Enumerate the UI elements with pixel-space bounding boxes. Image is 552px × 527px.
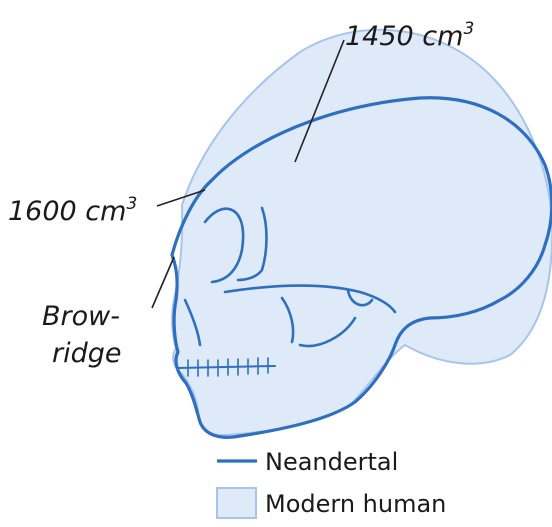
brow-ridge-label-line1: Brow-	[42, 301, 120, 332]
legend-modern-human-label: Modern human	[265, 490, 446, 518]
modern-volume-superscript: 3	[463, 19, 474, 39]
neandertal-volume-label: 1600 cm3	[8, 194, 137, 227]
modern-volume-label: 1450 cm3	[345, 19, 474, 52]
modern-human-skull-silhouette	[172, 30, 552, 435]
modern-volume-value: 1450 cm	[345, 21, 463, 52]
legend-modern-human-swatch	[217, 488, 256, 518]
neandertal-volume-superscript: 3	[126, 194, 137, 214]
legend-neandertal-label: Neandertal	[265, 448, 398, 476]
legend: Neandertal Modern human	[217, 448, 446, 518]
neandertal-volume-value: 1600 cm	[8, 196, 126, 227]
brow-ridge-label-line2: ridge	[52, 338, 122, 369]
brow-ridge-leader-line	[152, 257, 174, 308]
